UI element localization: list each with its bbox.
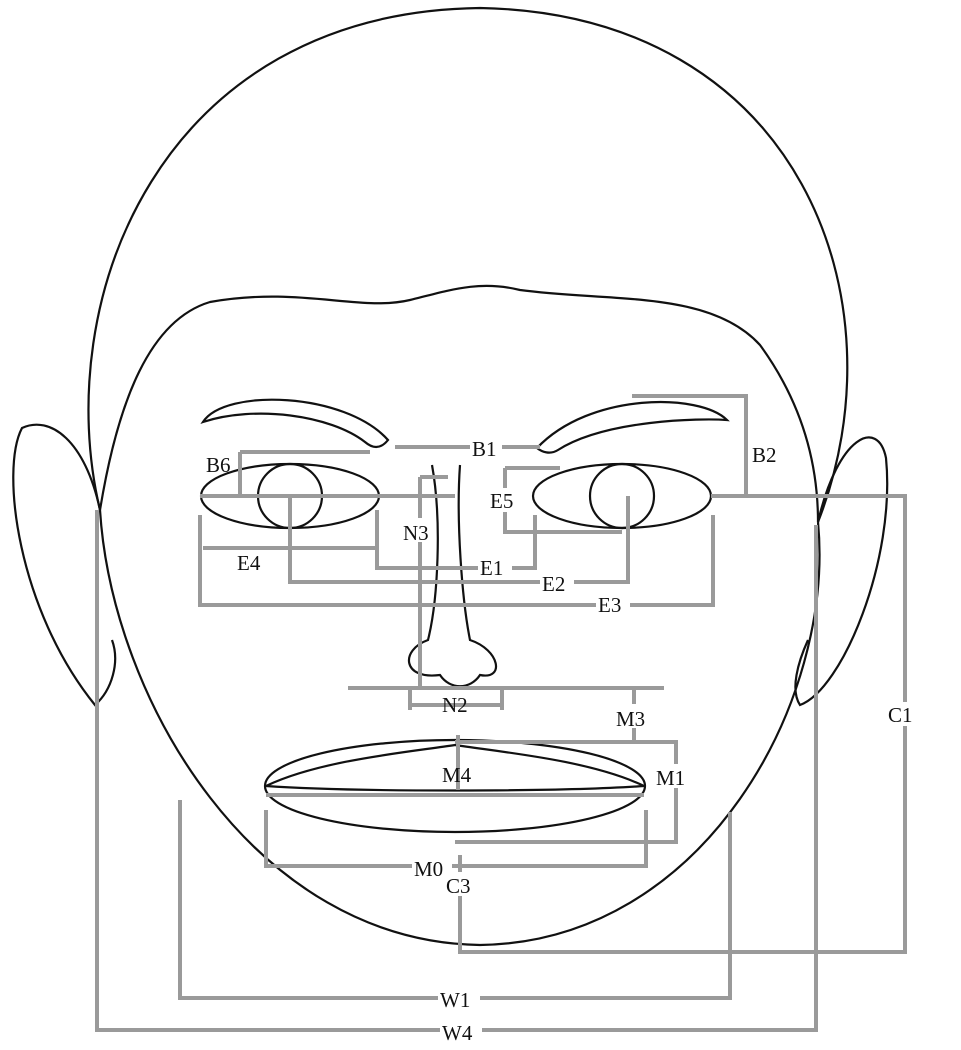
e3-line — [198, 515, 715, 607]
face-outline — [12, 6, 889, 947]
m1-line — [455, 740, 678, 844]
n2-line — [348, 686, 664, 710]
label-b2: B2 — [752, 443, 777, 467]
left-eyebrow — [200, 398, 390, 449]
lip-line — [265, 784, 645, 792]
label-b1: B1 — [472, 437, 497, 461]
label-b6: B6 — [206, 453, 231, 477]
label-c3: C3 — [446, 874, 471, 898]
label-m0: M0 — [414, 857, 443, 881]
hairline — [98, 284, 820, 523]
right-iris — [588, 462, 656, 530]
label-n2: N2 — [442, 693, 468, 717]
left-ear — [12, 423, 117, 707]
right-ear — [794, 436, 889, 707]
label-e5: E5 — [490, 489, 513, 513]
e1-line — [377, 515, 537, 570]
label-e2: E2 — [542, 572, 565, 596]
jaw-outline — [98, 509, 821, 947]
measurement-labels: B1 B2 B6 E5 N3 E4 E1 E2 E3 N2 M3 M4 M1 M… — [206, 434, 922, 1045]
right-eye — [531, 462, 713, 530]
measurement-lines — [95, 394, 907, 1032]
right-eyebrow — [535, 400, 730, 454]
label-c1: C1 — [888, 703, 913, 727]
label-w1: W1 — [440, 988, 470, 1012]
label-e4: E4 — [237, 551, 261, 575]
m0-line — [264, 793, 648, 868]
label-m4: M4 — [442, 763, 472, 787]
label-n3: N3 — [403, 521, 429, 545]
b6-line — [238, 450, 370, 496]
upper-lip — [265, 743, 645, 787]
label-e1: E1 — [480, 556, 503, 580]
c1-line — [458, 494, 907, 954]
label-w4: W4 — [442, 1021, 473, 1045]
label-m1: M1 — [656, 766, 685, 790]
head-outline — [87, 6, 849, 523]
label-e3: E3 — [598, 593, 621, 617]
e2-line — [288, 496, 630, 584]
label-m3: M3 — [616, 707, 645, 731]
